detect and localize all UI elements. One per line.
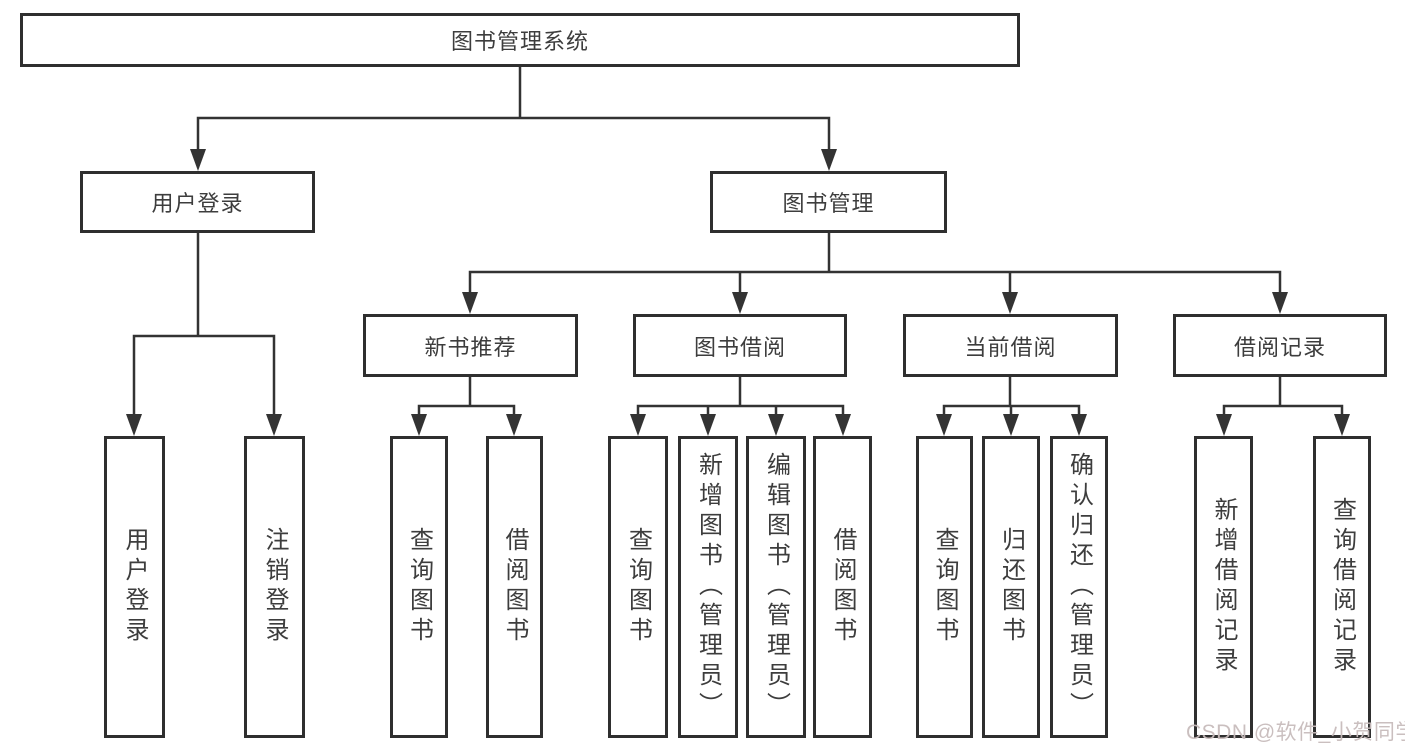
node-book-borrowing: 图书借阅 [633,314,847,377]
leaf-borrow-books-recommend: 借阅图书 [486,436,543,738]
node-current-borrowing: 当前借阅 [903,314,1118,377]
leaf-add-borrow-record: 新增借阅记录 [1194,436,1253,738]
arrowheads [126,149,1350,436]
leaf-label: 查询借阅记录 [1328,497,1356,677]
leaf-logout: 注销登录 [244,436,305,738]
node-book-management: 图书管理 [710,171,947,233]
csdn-watermark: CSDN @软件_小贺同学 [1186,721,1405,744]
node-label: 图书管理 [782,191,875,216]
leaf-label: 归还图书 [997,527,1025,647]
leaf-confirm-return-admin: 确认归还（管理员） [1050,436,1108,738]
leaf-label: 确认归还（管理员） [1065,452,1093,722]
leaf-label: 新增图书（管理员） [694,452,722,722]
leaf-edit-books-admin: 编辑图书（管理员） [746,436,806,738]
node-label: 借阅记录 [1233,334,1326,360]
leaf-label: 编辑图书（管理员） [762,452,790,722]
node-borrowing-records: 借阅记录 [1173,314,1387,377]
leaf-user-login: 用户登录 [104,436,165,738]
node-label: 用户登录 [151,191,244,216]
node-label: 图书管理系统 [450,29,589,54]
leaf-label: 查询图书 [624,527,652,647]
node-new-book-recommend: 新书推荐 [363,314,578,377]
leaf-return-books: 归还图书 [982,436,1040,738]
node-user-login: 用户登录 [80,171,315,233]
leaf-add-books-admin: 新增图书（管理员） [678,436,738,738]
node-label: 图书借阅 [693,334,786,360]
leaf-label: 新增借阅记录 [1210,497,1237,677]
node-label: 当前借阅 [964,334,1057,360]
node-library-management-system: 图书管理系统 [20,13,1020,67]
leaf-label: 借阅图书 [501,527,528,647]
leaf-query-books-current: 查询图书 [916,436,973,738]
leaf-label: 注销登录 [261,527,288,647]
leaf-label: 用户登录 [121,527,148,647]
leaf-query-books-recommend: 查询图书 [390,436,448,738]
leaf-query-borrow-record: 查询借阅记录 [1313,436,1371,738]
node-label: 新书推荐 [424,334,517,360]
leaf-label: 查询图书 [931,527,958,647]
leaf-label: 借阅图书 [829,527,856,647]
leaf-query-books-borrowing: 查询图书 [608,436,668,738]
leaf-label: 查询图书 [405,527,433,647]
leaf-borrow-books-borrowing: 借阅图书 [813,436,872,738]
